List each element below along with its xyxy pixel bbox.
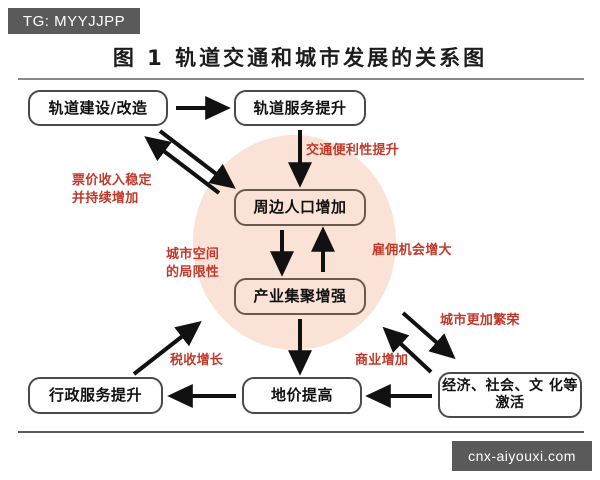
annotation-tax-growth: 税收增长 (170, 353, 224, 368)
watermark-bottom-right: cnx-aiyouxi.com (452, 441, 592, 471)
divider-top (18, 78, 584, 80)
node-surrounding-population-increase[interactable]: 周边人口增加 (234, 189, 366, 226)
annotation-transport-convenience: 交通便利性提升 (306, 143, 400, 158)
annotation-urban-space-limitation: 城市空间 的局限性 (166, 247, 220, 280)
annotation-fare-revenue: 票价收入稳定 并持续增加 (72, 173, 152, 206)
watermark-top-left: TG: MYYJJPP (8, 8, 140, 34)
node-rail-construction[interactable]: 轨道建设/改造 (28, 90, 168, 126)
annotation-city-prosperity: 城市更加繁荣 (440, 313, 520, 328)
figure-title: 图 1 轨道交通和城市发展的关系图 (112, 46, 488, 70)
annotation-commerce-increase: 商业增加 (355, 353, 409, 368)
node-industrial-agglomeration[interactable]: 产业集聚增强 (234, 278, 366, 315)
node-land-price-increase[interactable]: 地价提高 (242, 377, 362, 414)
highlight-blob (193, 135, 396, 350)
node-rail-service-improvement[interactable]: 轨道服务提升 (234, 90, 366, 126)
divider-bottom (18, 431, 584, 433)
annotation-employment-opportunity: 雇佣机会增大 (372, 243, 452, 258)
node-economy-society-culture-activation[interactable]: 经济、社会、文 化等激活 (438, 372, 582, 418)
node-administrative-service-improvement[interactable]: 行政服务提升 (28, 377, 163, 414)
